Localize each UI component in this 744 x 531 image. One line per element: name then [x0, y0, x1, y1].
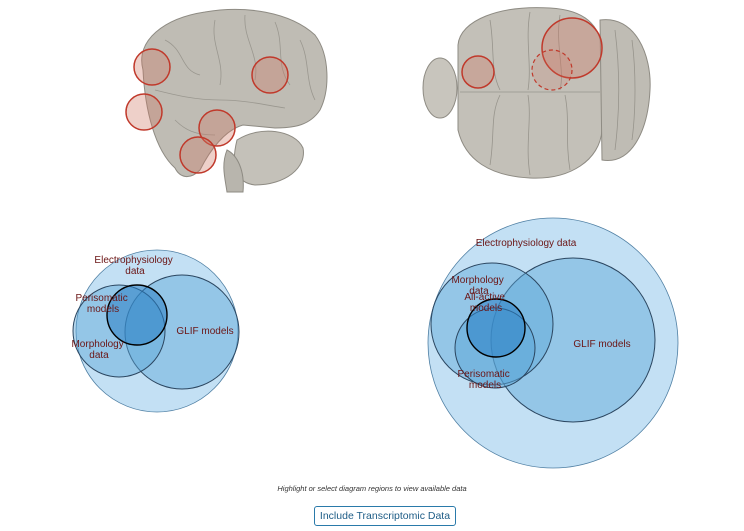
mouse-region-somatosensory[interactable] — [531, 49, 573, 91]
human-brain-image — [125, 8, 328, 193]
venn-label-electrophysiology: Electrophysiology data — [476, 238, 577, 249]
mouse-olfactory-bulb — [422, 57, 458, 119]
human-region-frontal-inferior[interactable] — [125, 93, 163, 131]
human-venn-diagram: Electrophysiology data Perisomatic model… — [71, 249, 240, 413]
instruction-hint: Highlight or select diagram regions to v… — [277, 484, 467, 493]
human-region-temporal-upper[interactable] — [198, 109, 236, 147]
human-recording-regions — [125, 48, 289, 174]
venn-label-allactive: All-active models — [464, 292, 507, 314]
mouse-region-visual[interactable] — [461, 55, 495, 89]
mouse-brain-image — [422, 7, 651, 179]
human-region-parietal[interactable] — [251, 56, 289, 94]
venn-region-perisomatic[interactable] — [106, 284, 168, 346]
venn-label-glif: GLIF models — [573, 339, 630, 350]
human-region-temporal-lower[interactable] — [179, 136, 217, 174]
venn-label-electrophysiology: Electrophysiology data — [94, 255, 175, 277]
venn-label-perisomatic: Perisomatic models — [457, 369, 512, 391]
include-transcriptomic-data-button[interactable]: Include Transcriptomic Data — [314, 506, 456, 526]
mouse-cerebellum — [599, 19, 651, 161]
mouse-venn-diagram: Electrophysiology data Morphology data A… — [427, 217, 679, 469]
human-cerebellum — [233, 130, 304, 186]
venn-region-allactive[interactable] — [466, 298, 526, 358]
venn-label-perisomatic: Perisomatic models — [75, 293, 130, 315]
venn-label-morphology: Morphology data — [451, 275, 506, 297]
human-brainstem — [223, 149, 244, 193]
mouse-recording-regions — [461, 17, 603, 91]
venn-region-electrophysiology[interactable] — [427, 217, 679, 469]
venn-label-morphology: Morphology data — [71, 339, 126, 361]
mouse-sulci — [460, 11, 636, 176]
venn-label-glif: GLIF models — [176, 326, 233, 337]
human-gyri — [154, 14, 316, 136]
human-region-frontal-superior[interactable] — [133, 48, 171, 86]
mouse-region-motor[interactable] — [541, 17, 603, 79]
